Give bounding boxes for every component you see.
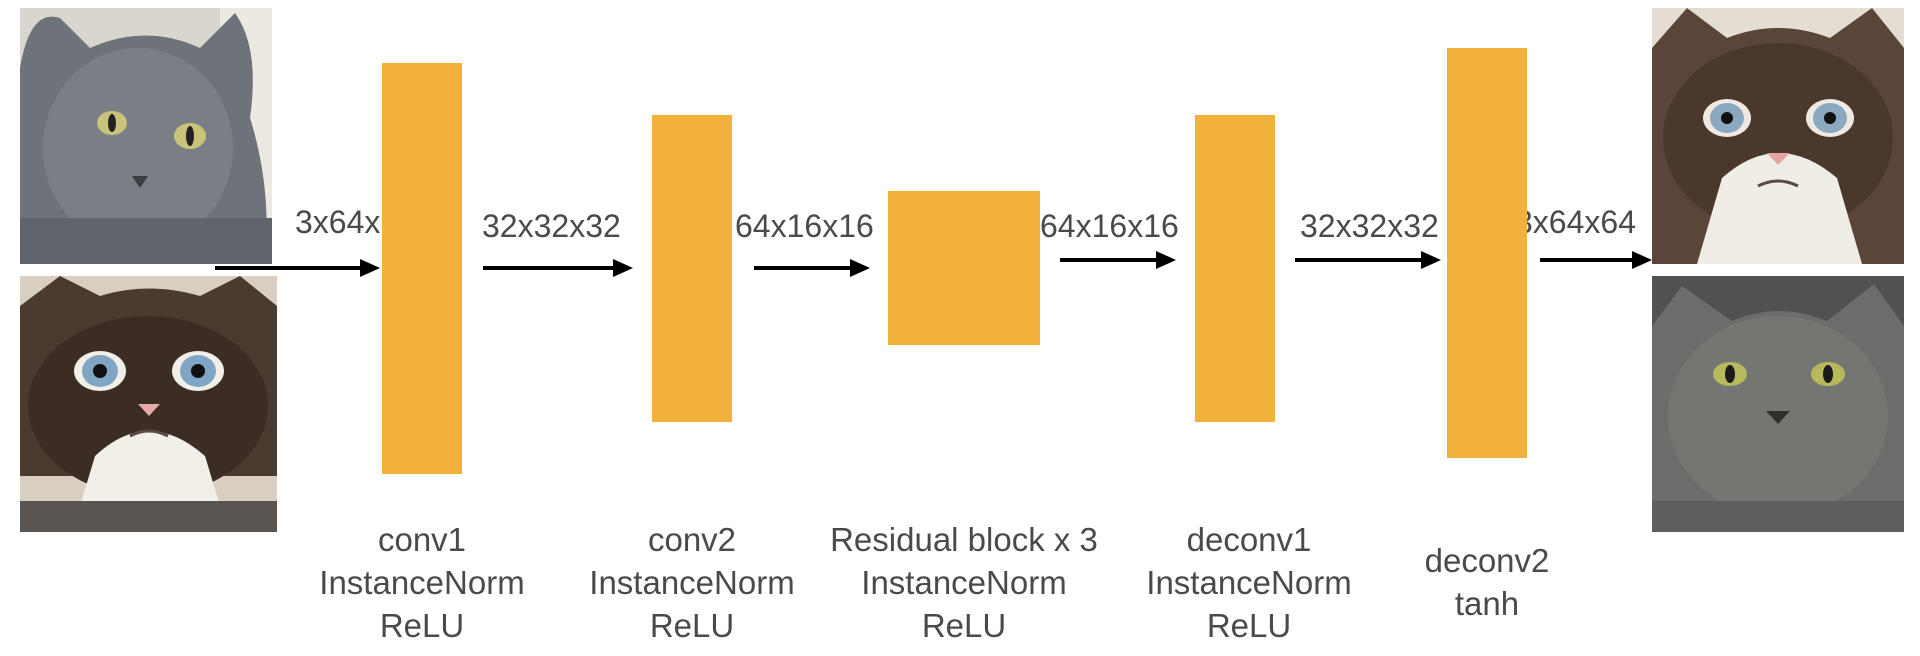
arrow-conv1-to-conv2 [483, 258, 633, 278]
deconv1-block [1195, 115, 1275, 422]
conv1-caption: conv1 InstanceNorm ReLU [297, 518, 547, 647]
dim-label-deconv1-out: 32x32x32 [1300, 208, 1439, 244]
deconv1-caption-line1: deconv1 [1186, 521, 1312, 558]
dim-label-residual-out: 64x16x16 [1040, 208, 1179, 244]
arrow-deconv1-to-deconv2 [1295, 250, 1441, 270]
input-grey-cat-image [20, 8, 272, 264]
deconv2-caption-line2: tanh [1454, 585, 1520, 622]
deconv1-caption: deconv1 InstanceNorm ReLU [1124, 518, 1374, 647]
conv1-caption-line2: InstanceNorm [319, 564, 525, 601]
residual-block [888, 191, 1040, 345]
conv1-caption-line1: conv1 [377, 521, 467, 558]
deconv2-block [1447, 48, 1527, 458]
arrow-input-to-conv1 [215, 258, 380, 278]
deconv2-caption-line1: deconv2 [1424, 542, 1550, 579]
conv2-caption-line2: InstanceNorm [589, 564, 795, 601]
conv1-block [382, 63, 462, 474]
output-grumpy-cat-image [1652, 8, 1904, 264]
output-grey-cat-image [1652, 276, 1904, 532]
arrow-conv2-to-residual [754, 258, 870, 278]
conv2-block [652, 115, 732, 422]
residual-caption-line1: Residual block x 3 [830, 521, 1098, 558]
arrow-deconv2-to-output [1540, 250, 1652, 270]
residual-caption: Residual block x 3 InstanceNorm ReLU [804, 518, 1124, 647]
dim-label-output: 3x64x64 [1515, 204, 1636, 240]
deconv1-caption-line3: ReLU [1206, 607, 1292, 644]
deconv2-caption: deconv2 tanh [1387, 539, 1587, 625]
residual-caption-line3: ReLU [921, 607, 1007, 644]
input-grumpy-cat-image [20, 276, 277, 532]
deconv1-caption-line2: InstanceNorm [1146, 564, 1352, 601]
conv1-caption-line3: ReLU [379, 607, 465, 644]
residual-caption-line2: InstanceNorm [861, 564, 1067, 601]
conv2-caption: conv2 InstanceNorm ReLU [567, 518, 817, 647]
dim-label-conv1-out: 32x32x32 [482, 208, 621, 244]
conv2-caption-line1: conv2 [647, 521, 737, 558]
arrow-residual-to-deconv1 [1060, 250, 1176, 270]
dim-label-conv2-out: 64x16x16 [735, 208, 874, 244]
conv2-caption-line3: ReLU [649, 607, 735, 644]
